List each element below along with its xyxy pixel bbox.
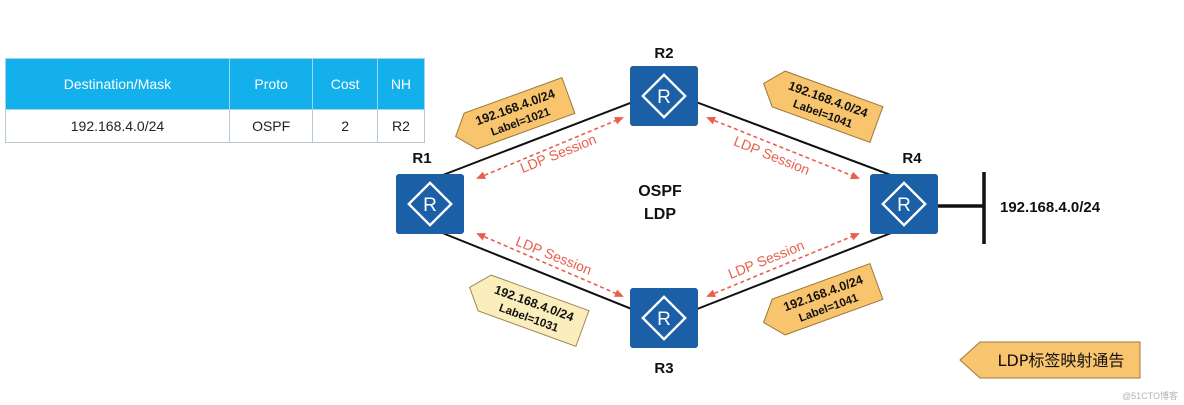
column-nh: NH bbox=[376, 58, 426, 110]
legend-text: LDP标签映射通告 bbox=[998, 351, 1125, 370]
router-r2-name: R2 bbox=[654, 45, 673, 62]
routing-table: Destination/Mask Proto Cost NH 192.168.4… bbox=[5, 58, 426, 143]
cell-destination: 192.168.4.0/24 bbox=[5, 109, 230, 143]
router-r3: R bbox=[628, 286, 700, 350]
router-r1: R bbox=[394, 172, 466, 236]
router-icon-letter: R bbox=[657, 87, 671, 108]
router-r3-name: R3 bbox=[654, 360, 673, 377]
router-r2: R bbox=[628, 64, 700, 128]
watermark: @51CTO博客 bbox=[1122, 390, 1178, 401]
cell-proto: OSPF bbox=[228, 109, 314, 143]
label-mapping-tag-r3-to-r1: 192.168.4.0/24 Label=1031 bbox=[469, 274, 590, 348]
cell-cost: 2 bbox=[312, 109, 378, 143]
column-destination-mask: Destination/Mask bbox=[5, 58, 230, 110]
label-mapping-tag-r4-to-r2: 192.168.4.0/24 Label=1041 bbox=[763, 70, 884, 144]
router-r4: R bbox=[868, 172, 940, 236]
router-icon-letter: R bbox=[657, 309, 671, 330]
center-label-ldp: LDP bbox=[644, 206, 676, 223]
routing-table-header: Destination/Mask Proto Cost NH bbox=[5, 58, 426, 110]
cell-nh: R2 bbox=[376, 109, 426, 143]
ldp-session-arrow-r1-r2 bbox=[476, 117, 624, 179]
center-label-ospf: OSPF bbox=[638, 183, 682, 200]
legend-ldp-label-mapping: LDP标签映射通告 bbox=[959, 341, 1141, 379]
router-icon-letter: R bbox=[897, 195, 911, 216]
label-mapping-tag-r4-to-r3: 192.168.4.0/24 Label=1041 bbox=[763, 262, 884, 336]
network-prefix-label: 192.168.4.0/24 bbox=[1000, 199, 1101, 216]
router-r1-name: R1 bbox=[412, 150, 431, 167]
ldp-session-label-r1-r3: LDP Session bbox=[513, 233, 594, 278]
table-row: 192.168.4.0/24 OSPF 2 R2 bbox=[5, 109, 426, 143]
router-icon-letter: R bbox=[423, 195, 437, 216]
ldp-session-arrow-r1-r3 bbox=[476, 233, 624, 297]
label-mapping-tag-r2-to-r1: 192.168.4.0/24 Label=1021 bbox=[455, 76, 576, 150]
router-r4-name: R4 bbox=[902, 150, 922, 167]
ldp-session-arrow-r2-r4 bbox=[706, 116, 860, 180]
column-proto: Proto bbox=[228, 58, 314, 110]
ldp-session-label-r1-r2: LDP Session bbox=[518, 131, 599, 176]
ldp-session-arrow-r3-r4 bbox=[706, 232, 860, 298]
ldp-session-label-r3-r4: LDP Session bbox=[726, 237, 807, 282]
